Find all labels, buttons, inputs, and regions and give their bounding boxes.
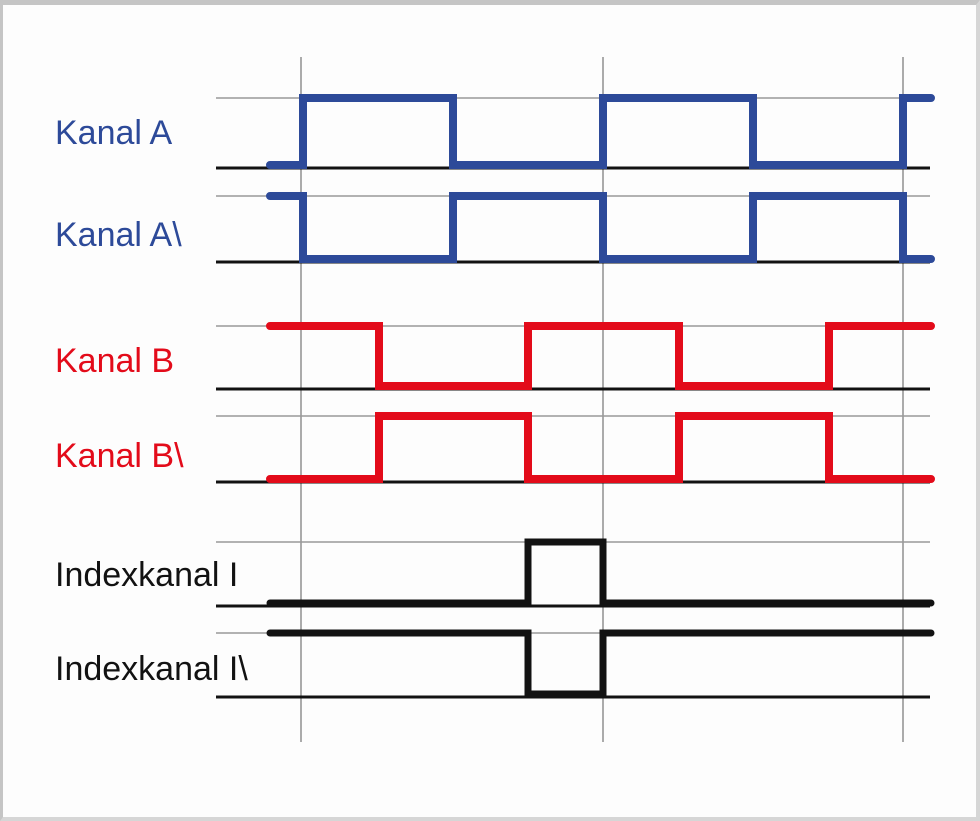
channel-label-kanal-a: Kanal A <box>55 114 173 152</box>
signal-trace <box>266 192 935 263</box>
signal-trace <box>266 629 935 698</box>
channel-label-indexkanal-i: Indexkanal I <box>55 556 239 594</box>
channel-label-kanal-a-inv: Kanal A\ <box>55 216 182 254</box>
signal-trace <box>266 322 935 390</box>
waveform-canvas <box>216 57 935 742</box>
channel-label-kanal-b-inv: Kanal B\ <box>55 437 184 475</box>
channel-label-indexkanal-i-inv: Indexkanal I\ <box>55 650 248 688</box>
signal-trace <box>266 94 935 169</box>
signal-trace <box>266 412 935 483</box>
channel-label-kanal-b: Kanal B <box>55 342 175 380</box>
signal-trace <box>266 538 935 607</box>
